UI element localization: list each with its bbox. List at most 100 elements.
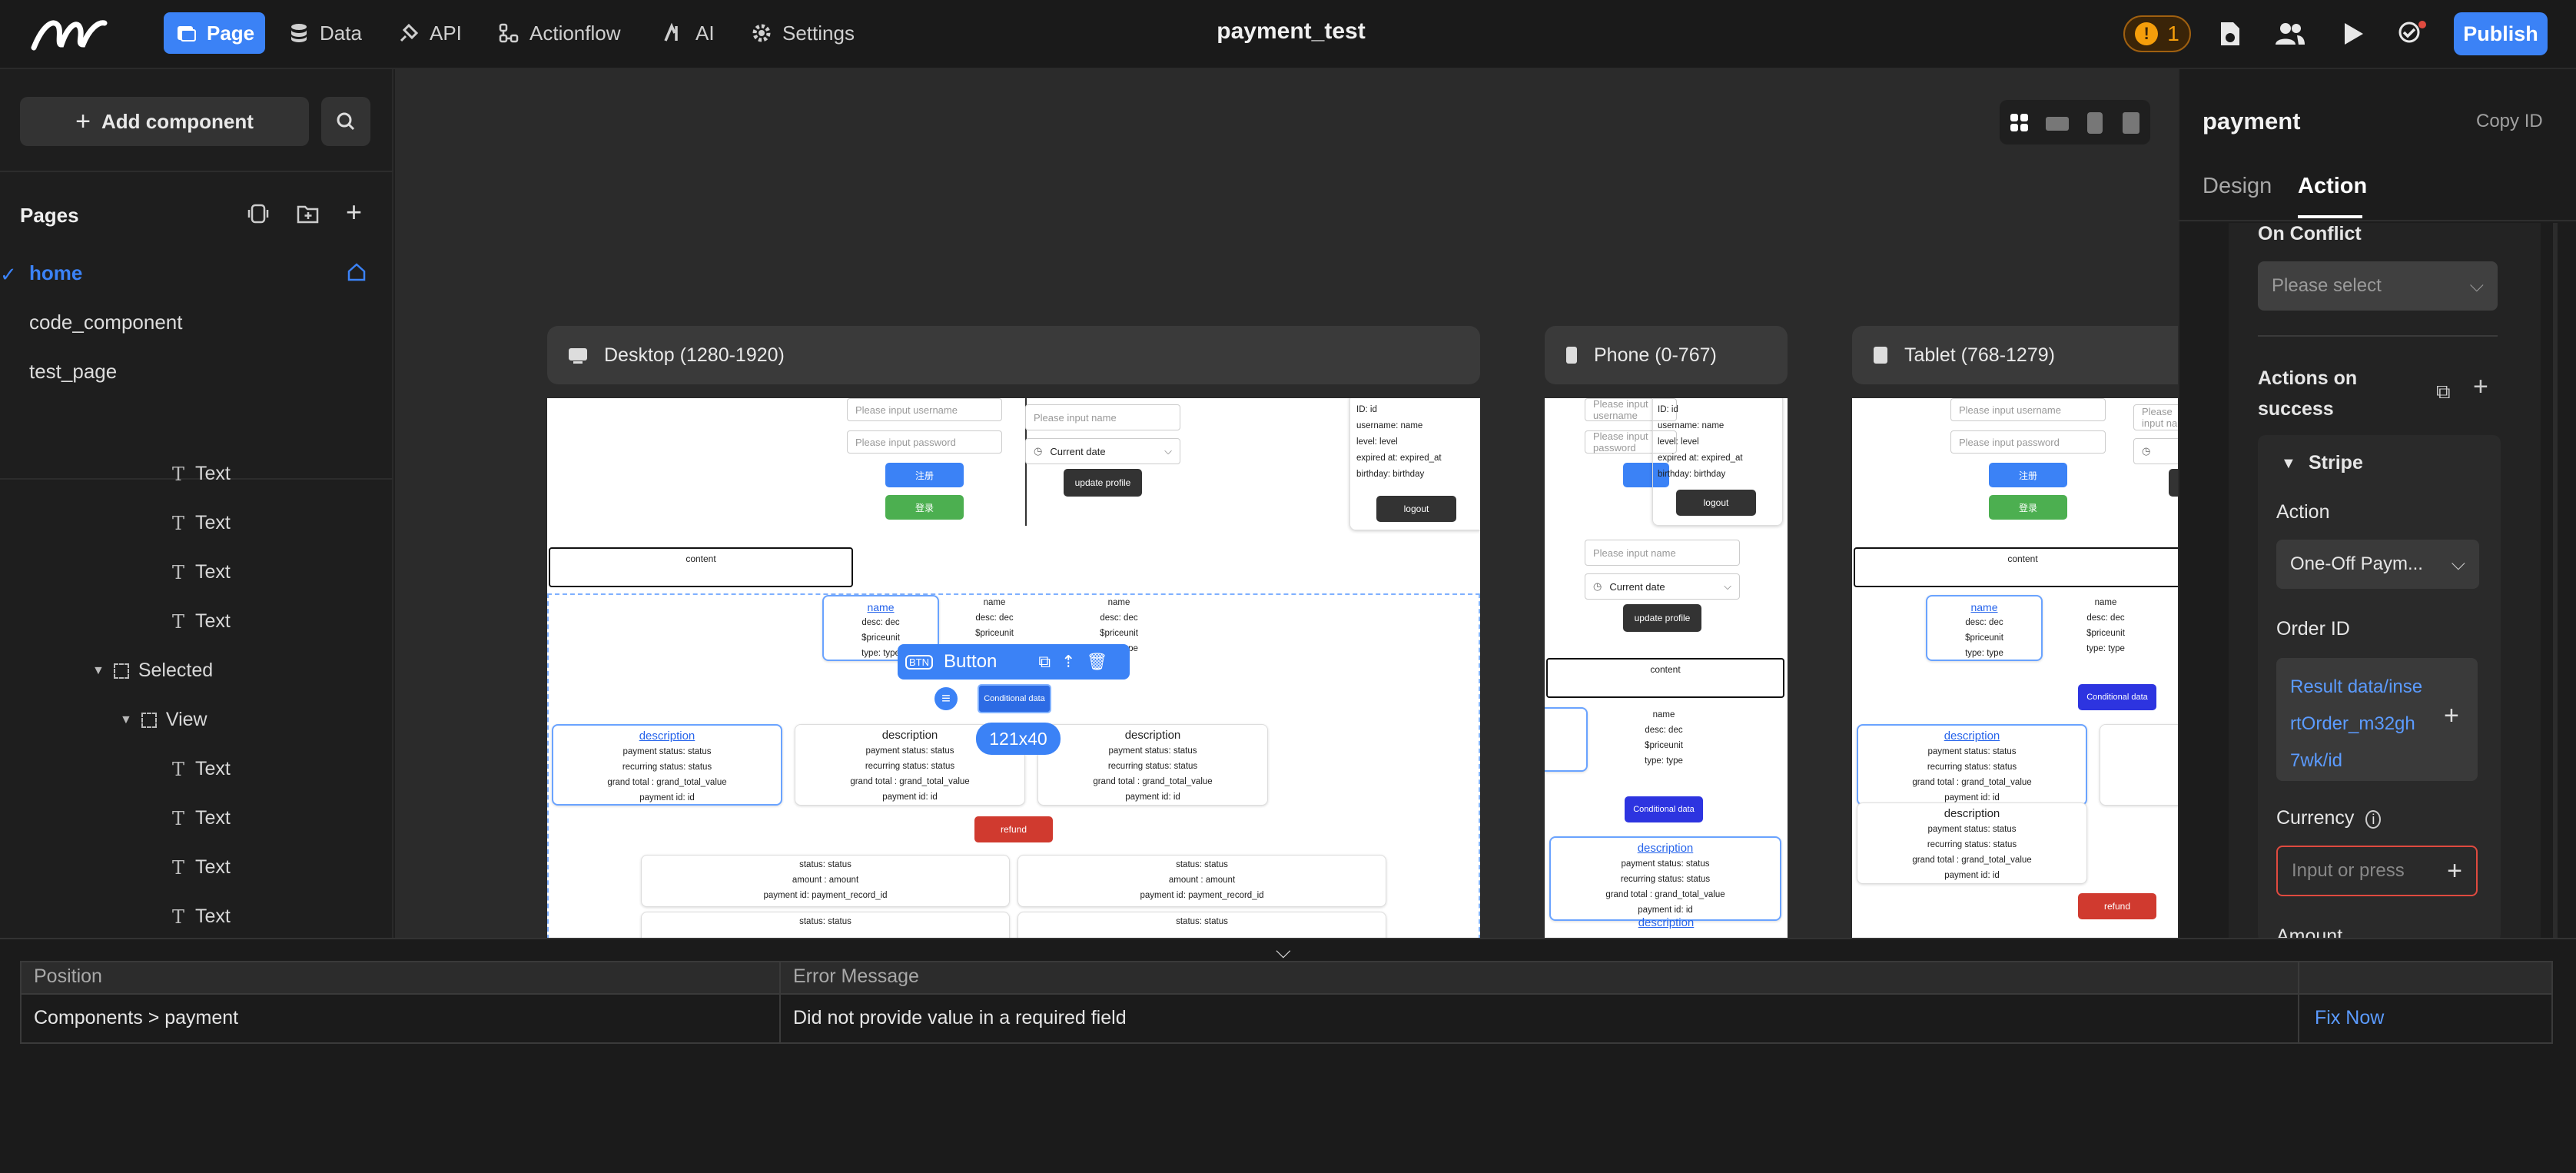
order-id-binding[interactable]: Result data/insertOrder_m32gh7wk/id + [2276, 658, 2478, 781]
page-item-home[interactable]: home [29, 261, 83, 284]
warning-badge[interactable]: ! 1 [2123, 15, 2191, 52]
account-check-icon[interactable] [2396, 17, 2430, 51]
name-input[interactable]: Please input name [1585, 540, 1740, 566]
copy-icon[interactable]: ⧉ [2436, 380, 2451, 403]
name-input[interactable]: Please input name [2133, 404, 2178, 430]
fix-now-link[interactable]: Fix Now [2315, 1007, 2385, 1028]
scrollbar[interactable] [2553, 223, 2558, 938]
on-conflict-select[interactable]: Please select ⌵ [2258, 261, 2498, 311]
payment-card[interactable]: description payment status: status recur… [552, 724, 782, 806]
username-input[interactable]: Please input username [1950, 398, 2106, 421]
username-input[interactable]: Please input username [847, 398, 1002, 421]
publish-button[interactable]: Publish [2454, 12, 2548, 55]
play-icon[interactable] [2336, 17, 2370, 51]
app-logo[interactable] [28, 11, 112, 57]
update-profile-button[interactable] [2169, 469, 2178, 497]
selected-container[interactable] [547, 593, 1480, 938]
payment-card[interactable]: description payment status: status recur… [1857, 724, 2087, 806]
conditional-data-button[interactable]: Conditional data [1625, 796, 1703, 822]
new-folder-icon[interactable] [297, 203, 320, 226]
date-picker[interactable]: ◷ [2133, 438, 2178, 464]
phone-icon [1566, 347, 1577, 364]
date-picker[interactable]: ◷ Current date ⌵ [1585, 573, 1740, 600]
phone-frame-header[interactable]: Phone (0-767) [1545, 326, 1788, 384]
tablet-frame-header[interactable]: Tablet (768-1279) [1852, 326, 2178, 384]
pages-settings-icon[interactable] [247, 203, 271, 226]
select-parent-icon[interactable]: ⧉ [1038, 652, 1051, 671]
page-item-code-component[interactable]: code_component [29, 311, 183, 334]
caret-down-icon[interactable]: ▼ [120, 713, 132, 726]
collapse-icon[interactable]: ▼ [2281, 455, 2296, 472]
content-container[interactable]: content [549, 547, 853, 587]
nav-page[interactable]: Page [164, 12, 266, 54]
conditional-data-button[interactable]: Conditional data [2078, 684, 2156, 710]
refund-button[interactable]: refund [974, 816, 1053, 842]
add-action-icon[interactable]: + [2473, 372, 2488, 401]
collapse-panel-icon[interactable]: ⌵ [1276, 939, 1291, 962]
delete-icon[interactable]: 🗑 [1086, 652, 1108, 671]
device-switcher[interactable] [2000, 100, 2150, 145]
content-container[interactable]: content [1546, 658, 1784, 698]
update-profile-button[interactable]: update profile [1623, 604, 1701, 632]
content-container[interactable]: content [1854, 547, 2178, 587]
refund-button[interactable]: refund [2078, 893, 2156, 919]
login-button[interactable]: 登录 [1989, 495, 2067, 520]
date-picker[interactable]: ◷ Current date ⌵ [1025, 438, 1180, 464]
action-select[interactable]: One-Off Paym... ⌵ [2276, 540, 2479, 589]
tablet-frame[interactable]: Please input username Please input passw… [1852, 398, 2178, 938]
login-button[interactable]: 登录 [885, 495, 964, 520]
add-component-button[interactable]: + Add component [20, 97, 309, 146]
conditional-data-button[interactable]: Conditional data [978, 684, 1051, 713]
add-binding-icon[interactable]: + [2447, 856, 2462, 886]
payment-card[interactable]: description payment status: status recur… [1549, 836, 1781, 921]
move-up-icon[interactable]: ⇡ [1061, 652, 1076, 671]
tree-item[interactable]: ▼Selected [92, 660, 214, 681]
tab-action[interactable]: Action [2298, 174, 2368, 198]
copy-id-button[interactable]: Copy ID [2476, 111, 2543, 131]
password-input[interactable]: Please input password [847, 430, 1002, 454]
register-button[interactable]: 注册 [885, 463, 964, 487]
logout-button[interactable]: logout [1376, 496, 1456, 522]
description-link[interactable]: description [1638, 916, 1695, 929]
search-button[interactable] [321, 97, 370, 146]
product-card[interactable]: name desc: dec $priceunit type: type [1926, 595, 2043, 661]
name-input[interactable]: Please input name [1025, 404, 1180, 430]
home-icon[interactable] [346, 261, 369, 284]
tab-design[interactable]: Design [2203, 174, 2272, 198]
add-page-icon[interactable]: + [346, 196, 363, 228]
password-input[interactable]: Please input password [1950, 430, 2106, 454]
api-icon [397, 22, 420, 45]
password-input[interactable]: Please input password [1585, 430, 1677, 454]
nav-actionflow[interactable]: Actionflow [486, 12, 632, 54]
register-button[interactable]: 注册 [1989, 463, 2067, 487]
register-button[interactable] [1623, 463, 1669, 487]
drag-handle-icon[interactable]: ≡ [934, 687, 958, 710]
logout-button[interactable]: logout [1676, 490, 1756, 516]
username-input[interactable]: Please input username [1585, 398, 1677, 421]
component-toolbar[interactable]: BTN Button ⧉ ⇡ 🗑 [898, 644, 1130, 680]
product-card[interactable] [1545, 707, 1588, 772]
phone-frame[interactable]: Please input username Please input passw… [1545, 398, 1788, 938]
add-binding-icon[interactable]: + [2444, 701, 2459, 730]
nav-settings[interactable]: Settings [739, 12, 865, 54]
nav-api[interactable]: API [387, 12, 473, 54]
page-item-test-page[interactable]: test_page [29, 360, 118, 383]
users-icon[interactable] [2273, 17, 2307, 51]
desktop-frame-header[interactable]: Desktop (1280-1920) [547, 326, 1480, 384]
update-profile-button[interactable]: update profile [1064, 469, 1142, 497]
caret-down-icon[interactable]: ▼ [92, 663, 105, 677]
tree-item[interactable]: ▼View [120, 709, 207, 730]
stripe-label: Stripe [2309, 452, 2363, 474]
nav-data[interactable]: Data [277, 12, 373, 54]
nav-ai[interactable]: AI [652, 12, 725, 54]
file-check-icon[interactable] [2213, 17, 2247, 51]
currency-input[interactable]: Input or press + [2276, 846, 2478, 896]
